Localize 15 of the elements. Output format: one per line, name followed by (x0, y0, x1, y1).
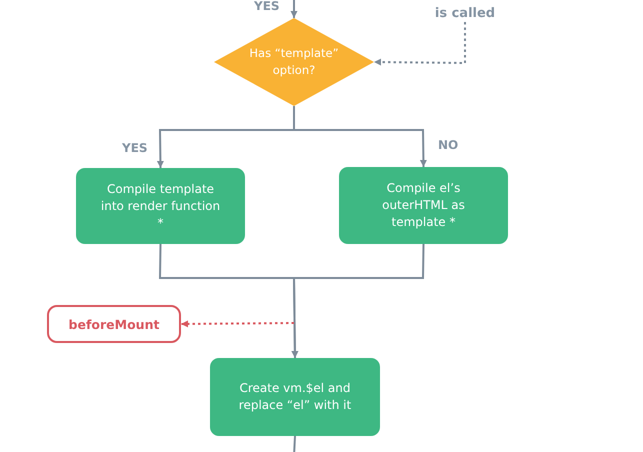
dotted-arrow (180, 320, 294, 328)
edge-label: NO (436, 139, 460, 152)
arrow (290, 0, 298, 18)
process-box: Compile el’s outerHTML as template * (339, 167, 508, 244)
dotted-arrow (374, 22, 466, 66)
process-box: Create vm.$el and replace “el” with it (210, 358, 380, 436)
annotation-text: is called (415, 4, 515, 22)
process-box: Compile template into render function * (76, 168, 245, 244)
branch-label: YES (252, 0, 282, 13)
arrow (293, 106, 427, 168)
lifecycle-hook-box: beforeMount (47, 305, 181, 343)
arrow (291, 244, 424, 358)
connector-line (293, 436, 296, 452)
edge-label: YES (120, 142, 150, 155)
decision-diamond: Has “template” option? (214, 18, 374, 106)
